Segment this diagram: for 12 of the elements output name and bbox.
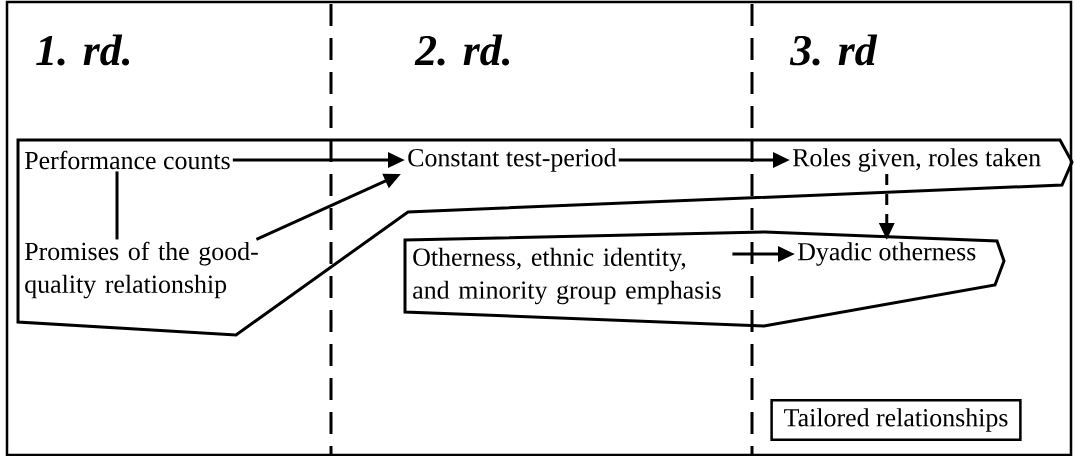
node-text: Constant test-period [408,148,617,172]
column-heading: 2. rd. [414,34,510,66]
band-shape [16,138,1074,337]
node-text: Roles given, roles taken [792,148,1041,172]
node-text: Promises of the good-quality relationship [24,241,258,299]
band-shape [403,230,1006,328]
node-text: Performance counts [24,150,230,170]
node-text: Dyadic otherness [797,242,976,266]
column-heading: 3. rd [789,34,878,66]
node-text: Otherness, ethnic identity, and minority group emphasis [413,247,721,305]
column-heading: 1. rd. [36,34,130,66]
text-box: Tailored relationships [770,399,1022,441]
